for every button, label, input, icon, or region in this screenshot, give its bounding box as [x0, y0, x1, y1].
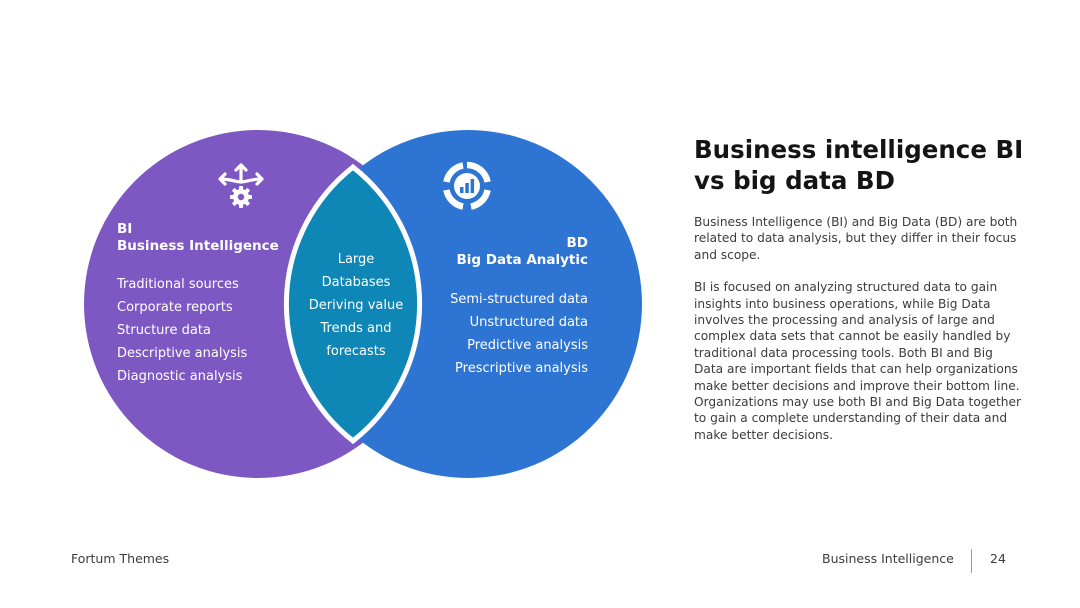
bd-abbreviation: BD — [566, 235, 589, 251]
bi-item-list: Traditional sources Corporate reports St… — [117, 273, 297, 388]
page-number: 24 — [990, 551, 1006, 566]
slide-title: Business intelligence BI vs big data BD — [694, 135, 1024, 195]
overlap-list-item: Databases — [321, 275, 391, 290]
description: Business Intelligence (BI) and Big Data … — [694, 214, 1024, 459]
bd-list-item: Semi-structured data — [450, 292, 588, 307]
footer-section: Business Intelligence — [822, 551, 954, 566]
bd-text-block: BD Big Data Analytic Semi-structured dat… — [430, 235, 588, 380]
bi-name: Business Intelligence — [117, 238, 279, 254]
bd-name: Big Data Analytic — [456, 252, 588, 268]
bi-abbreviation: BI — [117, 221, 133, 237]
bi-text-block: BI Business Intelligence Traditional sou… — [117, 221, 297, 388]
overlap-item-list: Large Databases Deriving value Trends an… — [300, 248, 412, 363]
overlap-lens — [283, 163, 423, 445]
footer-divider — [971, 549, 972, 573]
overlap-list-item: Trends and — [320, 321, 392, 336]
overlap-text-block: Large Databases Deriving value Trends an… — [300, 248, 412, 363]
bd-list-item: Unstructured data — [469, 315, 588, 330]
bi-list-item: Corporate reports — [117, 300, 233, 315]
bi-list-item: Diagnostic analysis — [117, 369, 243, 384]
bd-item-list: Semi-structured data Unstructured data P… — [430, 288, 588, 380]
donut-chart-icon — [442, 161, 492, 211]
bd-list-item: Predictive analysis — [467, 338, 588, 353]
overlap-list-item: Deriving value — [308, 298, 404, 313]
arrows-gear-icon — [216, 161, 266, 211]
venn-diagram: BI Business Intelligence Traditional sou… — [84, 130, 642, 478]
footer-brand: Fortum Themes — [71, 551, 170, 566]
bd-list-item: Prescriptive analysis — [455, 361, 588, 376]
description-paragraph: Business Intelligence (BI) and Big Data … — [694, 215, 1018, 262]
overlap-list-item: forecasts — [326, 344, 386, 359]
bi-list-item: Descriptive analysis — [117, 346, 248, 361]
description-paragraph: BI is focused on analyzing structured da… — [694, 280, 1022, 442]
bi-list-item: Traditional sources — [117, 277, 239, 292]
bi-list-item: Structure data — [117, 323, 211, 338]
venn-shapes — [84, 130, 642, 478]
overlap-list-item: Large — [337, 252, 375, 267]
